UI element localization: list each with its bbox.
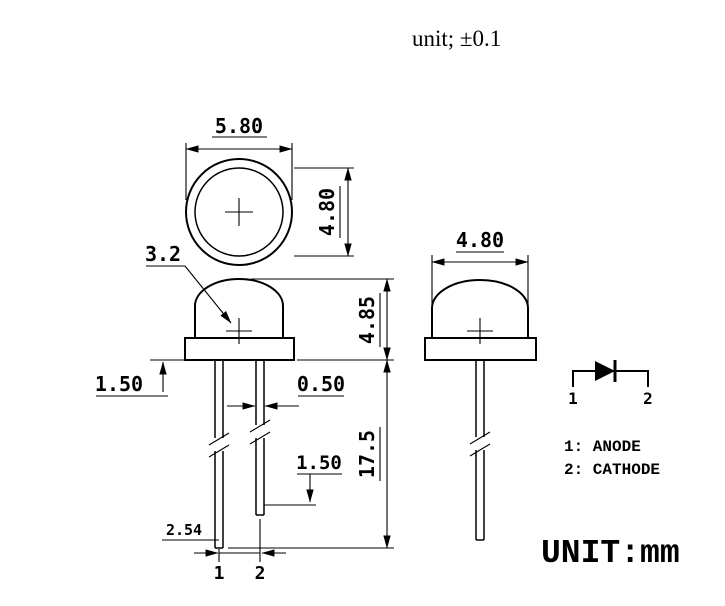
- lead-break-mark: [208, 432, 230, 458]
- anode-lead: [214, 360, 224, 549]
- diode-symbol: 1 2: [568, 360, 653, 408]
- extension-line: [218, 519, 261, 562]
- anode-legend: 1: ANODE: [564, 438, 641, 456]
- extension-line: [185, 143, 293, 200]
- flange-outer-circle: [185, 158, 293, 266]
- dim-text-dome: 3.2: [145, 242, 181, 266]
- center-crosshair: [467, 318, 493, 344]
- dim-lead-pitch: 2.54: [162, 519, 286, 562]
- unit-note: UNIT:mm: [541, 535, 680, 572]
- dim-text-top-width: 5.80: [215, 114, 263, 138]
- dim-text-body-height: 4.85: [355, 296, 379, 344]
- lead-break-mark: [249, 419, 271, 445]
- dim-text-lead-length: 17.5: [355, 430, 379, 478]
- leader-line: [184, 265, 232, 324]
- dim-side-width: 4.80: [431, 228, 529, 304]
- cathode-legend: 2: CATHODE: [564, 461, 660, 479]
- center-crosshair: [226, 318, 252, 344]
- dim-text-flange-offset: 1.50: [95, 372, 143, 396]
- symbol-pin1-label: 1: [568, 389, 578, 408]
- dim-text-lead-width: 0.50: [297, 372, 345, 396]
- anode-triangle: [595, 361, 615, 381]
- dim-text-lead-pitch: 2.54: [166, 521, 202, 539]
- extension-line: [251, 278, 394, 361]
- lead-break-mark: [469, 431, 491, 457]
- dim-top-height: 4.80: [294, 167, 354, 257]
- center-crosshair: [225, 198, 253, 226]
- epoxy-dome: [431, 279, 529, 338]
- front-pin1-label: 1: [214, 563, 225, 584]
- dim-text-side-width: 4.80: [456, 228, 504, 252]
- dim-top-width: 5.80: [185, 114, 293, 200]
- side-view: 4.80: [424, 228, 537, 541]
- dim-lead-length: 17.5: [228, 359, 394, 549]
- front-view: 3.2 1.50 0.50 4.85: [95, 242, 394, 584]
- pin-legend: 1: ANODE 2: CATHODE: [564, 438, 660, 479]
- extension-line: [294, 167, 354, 257]
- dim-text-top-height: 4.80: [315, 188, 339, 236]
- body-inner-circle: [194, 167, 284, 257]
- epoxy-dome: [194, 278, 284, 338]
- symbol-wire: [572, 370, 649, 387]
- dim-text-lead-tip: 1.50: [296, 452, 342, 474]
- dim-lead-width: 0.50: [227, 372, 345, 410]
- top-view: 5.80 4.80: [185, 114, 354, 266]
- front-pin2-label: 2: [255, 563, 266, 584]
- dim-flange-offset: 1.50: [95, 359, 185, 397]
- dim-dome-diameter: 3.2: [145, 242, 232, 324]
- dim-body-height: 4.85: [251, 278, 394, 361]
- tolerance-note: unit; ±0.1: [412, 26, 501, 51]
- dim-lead-tip: 1.50: [264, 452, 342, 506]
- symbol-pin2-label: 2: [643, 389, 653, 408]
